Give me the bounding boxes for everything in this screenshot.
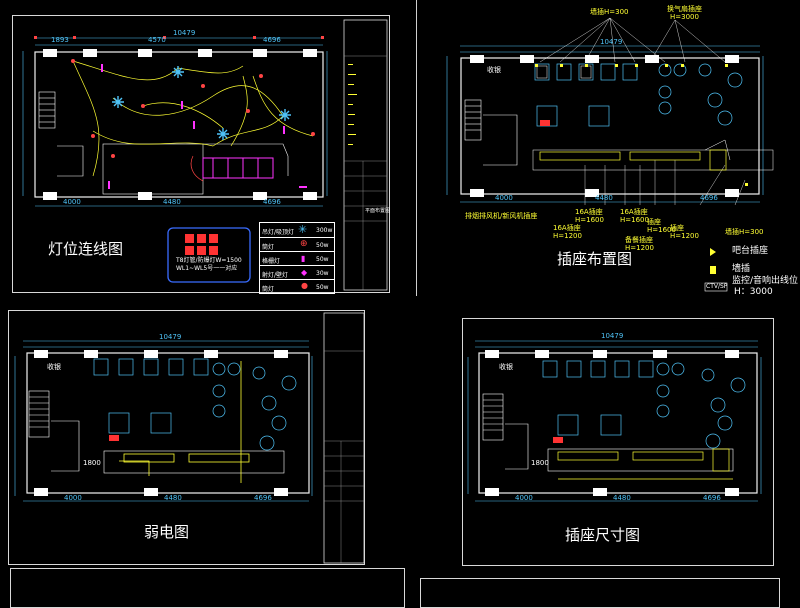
lighting-sheet: 10479 1893 4570 4696 4000 4480 4696 T8灯管… [12,15,391,294]
weak-dim-overall: 10479 [159,333,182,341]
weak-current-sheet: 10479 4000 4480 4696 收银 1800 弱电图 [8,310,365,565]
dim-bottom-b: 4480 [163,198,181,206]
socket-bottom-label: 备餐插座 H=1200 [625,236,654,253]
dim-top-a: 1893 [51,36,69,44]
legend-row: 筒灯 ⊕ 50w [260,237,334,252]
socket-dim-overall: 10479 [600,38,623,46]
socket-dims-floorplan [467,340,762,502]
legend-watt: 50w [316,242,329,249]
partial-sheet-bottom-left [10,568,405,608]
weak-dim-bottom-c: 4696 [254,494,272,502]
socket-legend-bar: 吧台插座 [732,246,769,256]
dim-top-c: 4696 [263,36,281,44]
legend-watt: 50w [316,256,329,263]
panel-title-lighting: 灯位连线图 [48,240,124,258]
legend-name: 筒灯 [262,286,275,293]
legend-watt: 30w [316,270,329,277]
small-light-icon: ◆ [301,268,308,277]
dims-dim-bottom-b: 4480 [613,494,631,502]
sockets-sheet: 墙插H=300 换气扇插座 H=3000 10479 4000 4480 469… [425,0,800,300]
socket-bottom-label: 16A插座 H=1600 [620,208,649,225]
legend-name: 吊灯/吸顶灯 [262,229,295,236]
lighting-legend-note: T8灯管/防爆灯W=1500 [176,257,242,264]
dims-left-label: 1800 [531,459,549,467]
panel-title-weak: 弱电图 [144,523,190,541]
dims-room-label: 收银 [499,363,513,371]
dims-dim-overall: 10479 [601,332,624,340]
weak-dim-bottom-b: 4480 [164,494,182,502]
socket-bottom-label: 墙插H=300 [725,228,764,236]
legend-row: 吊灯/吸顶灯 ✳ 300w [260,223,334,237]
lighting-floorplan [22,19,388,291]
dim-overall: 10479 [173,29,196,37]
dim-top-b: 4570 [148,36,166,44]
socket-dim-bottom-c: 4696 [700,194,718,202]
downlight-icon: ● [301,281,308,290]
weak-dim-bottom-a: 4000 [64,494,82,502]
title-block-text: 平面布置图 [365,208,391,214]
socket-top-label2: 换气扇插座 [667,5,702,13]
partial-sheet-bottom-right [420,578,780,608]
socket-bottom-label: 插座 H=1200 [670,224,699,241]
socket-dim-bottom-b: 4480 [595,194,613,202]
weak-left-label: 1800 [83,459,101,467]
star-light-icon: ✳ [298,223,308,236]
legend-name: 射灯/壁灯 [262,272,289,279]
panel-title-socket-dims: 插座尺寸图 [565,526,641,544]
socket-room-label: 收银 [487,66,501,74]
socket-legend-wall: 墙插 [732,264,751,274]
sockets-floorplan [446,17,774,292]
dim-bottom-c: 4696 [263,198,281,206]
sheet-separator-line [416,0,417,296]
spot-light-icon: ⊕ [300,239,308,249]
lighting-legend-table: 吊灯/吸顶灯 ✳ 300w 筒灯 ⊕ 50w 格栅灯 ▮ 50w 射灯/壁灯 ◆… [259,222,335,294]
dims-dim-bottom-a: 4000 [515,494,533,502]
legend-row: 格栅灯 ▮ 50w [260,251,334,266]
legend-watt: 50w [316,284,329,291]
socket-dims-sheet: 10479 4000 4480 4696 收银 1800 插座尺寸图 [462,318,774,566]
dim-bottom-a: 4000 [63,198,81,206]
socket-bottom-label: 16A插座 H=1600 [575,208,604,225]
socket-legend-cctv-code: CTV/SP [706,283,728,290]
legend-name: 筒灯 [262,244,275,251]
socket-legend-cctv-height: H：3000 [734,287,773,297]
lighting-legend-note2: WL1~WL5号一一对应 [176,265,238,272]
legend-row: 筒灯 ● 50w [260,279,334,294]
socket-bottom-label: 插座 H=1600 [647,218,676,235]
panel-title-sockets: 插座布置图 [557,250,633,268]
grille-light-icon: ▮ [301,254,306,263]
dims-dim-bottom-c: 4696 [703,494,721,502]
weak-current-floorplan [14,312,365,564]
socket-top-label1: 墙插H=300 [590,8,629,16]
legend-watt: 300w [316,227,333,234]
weak-room-label: 收银 [47,363,61,371]
socket-legend-cctv: 监控/音响出线位 [732,276,799,286]
legend-name: 格栅灯 [262,258,281,265]
socket-dim-bottom-a: 4000 [495,194,513,202]
socket-bottom-label: 16A插座 H=1200 [553,224,582,241]
socket-top-label2b: H=3000 [670,13,699,21]
socket-left-note: 排烟排风机/新风机插座 [465,212,538,220]
legend-row: 射灯/壁灯 ◆ 30w [260,265,334,280]
